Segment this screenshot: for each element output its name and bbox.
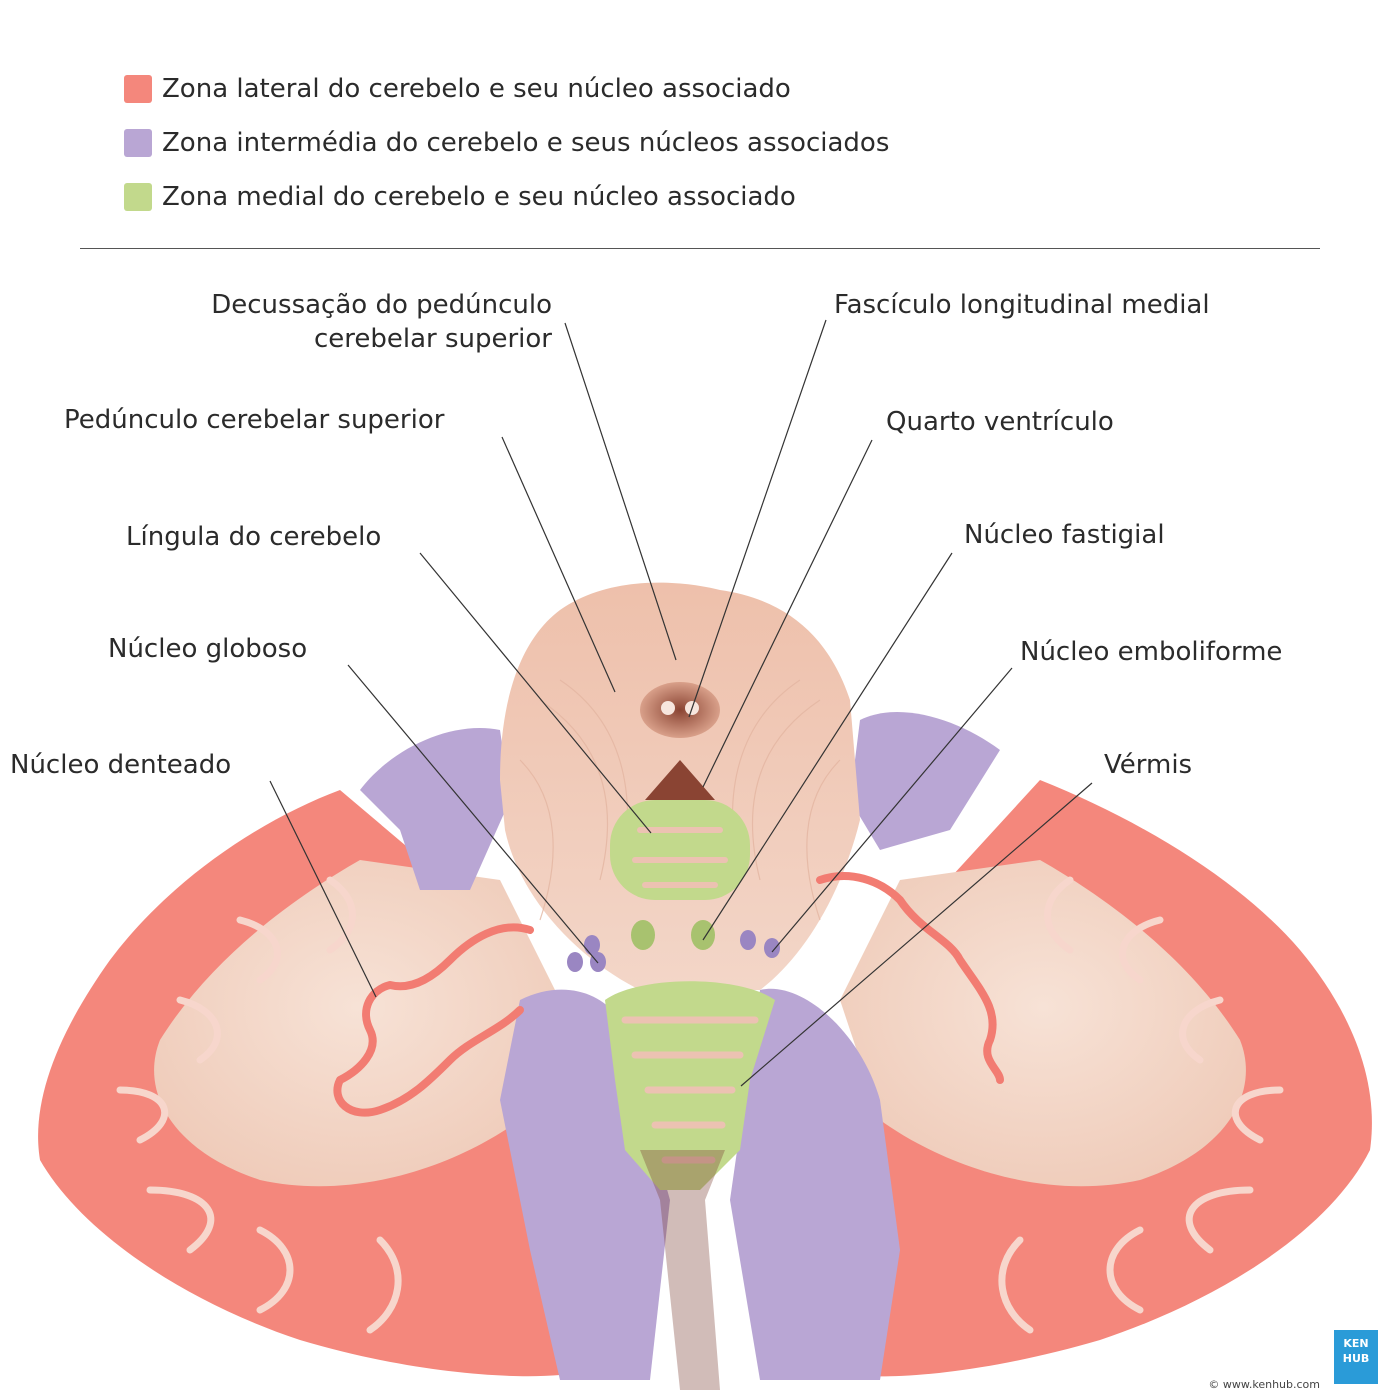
mlf-right-dot	[685, 701, 699, 715]
globose-nucleus-left-a	[584, 935, 600, 955]
vermis	[605, 981, 775, 1190]
right-intermediate-lower	[730, 988, 900, 1380]
label-superior-peduncle: Pedúnculo cerebelar superior	[64, 405, 445, 435]
fastigial-nucleus-right	[691, 920, 715, 950]
legend-item-intermediate: Zona intermédia do cerebelo e seus núcle…	[124, 116, 889, 170]
kenhub-logo: KEN HUB	[1334, 1330, 1378, 1384]
legend-label-intermediate: Zona intermédia do cerebelo e seus núcle…	[162, 128, 890, 158]
label-mlf: Fascículo longitudinal medial	[834, 290, 1210, 320]
label-decussation-line2: cerebelar superior	[313, 324, 552, 354]
fourth-ventricle	[645, 760, 715, 800]
label-vermis: Vérmis	[1104, 750, 1193, 780]
fastigial-nucleus-left	[631, 920, 655, 950]
emboliform-nucleus-left	[590, 952, 606, 972]
legend: Zona lateral do cerebelo e seu núcleo as…	[124, 62, 889, 224]
globose-nucleus-left-b	[567, 952, 583, 972]
intermediate-zone-swatch	[124, 129, 152, 157]
mlf-left-dot	[661, 701, 675, 715]
vermis-folds	[621, 1016, 759, 1164]
emboliform-nucleus-right-b	[764, 938, 780, 958]
legend-label-medial: Zona medial do cerebelo e seu núcleo ass…	[162, 182, 796, 212]
legend-item-lateral: Zona lateral do cerebelo e seu núcleo as…	[124, 62, 889, 116]
label-emboliform: Núcleo emboliforme	[1020, 637, 1283, 667]
legend-item-medial: Zona medial do cerebelo e seu núcleo ass…	[124, 170, 889, 224]
legend-label-lateral: Zona lateral do cerebelo e seu núcleo as…	[162, 74, 791, 104]
logo-top: KEN	[1343, 1337, 1369, 1350]
label-decussation: Decussação do pedúnculo cerebelar superi…	[160, 288, 552, 356]
right-intermediate-upper	[850, 711, 1000, 850]
central-fissure	[640, 1150, 725, 1390]
label-lingula: Língula do cerebelo	[126, 522, 382, 552]
medial-zone-swatch	[124, 183, 152, 211]
label-decussation-line1: Decussação do pedúnculo	[211, 290, 552, 320]
lateral-zone-swatch	[124, 75, 152, 103]
label-globose: Núcleo globoso	[108, 634, 308, 664]
mlf-region	[640, 682, 720, 738]
emboliform-nucleus-right-a	[740, 930, 756, 950]
logo-bottom: HUB	[1342, 1352, 1370, 1365]
label-fourth-ventricle: Quarto ventrículo	[886, 407, 1114, 437]
divider	[80, 248, 1320, 249]
label-dentate: Núcleo denteado	[10, 750, 232, 780]
copyright: © www.kenhub.com	[1208, 1378, 1320, 1391]
label-fastigial: Núcleo fastigial	[964, 520, 1165, 550]
